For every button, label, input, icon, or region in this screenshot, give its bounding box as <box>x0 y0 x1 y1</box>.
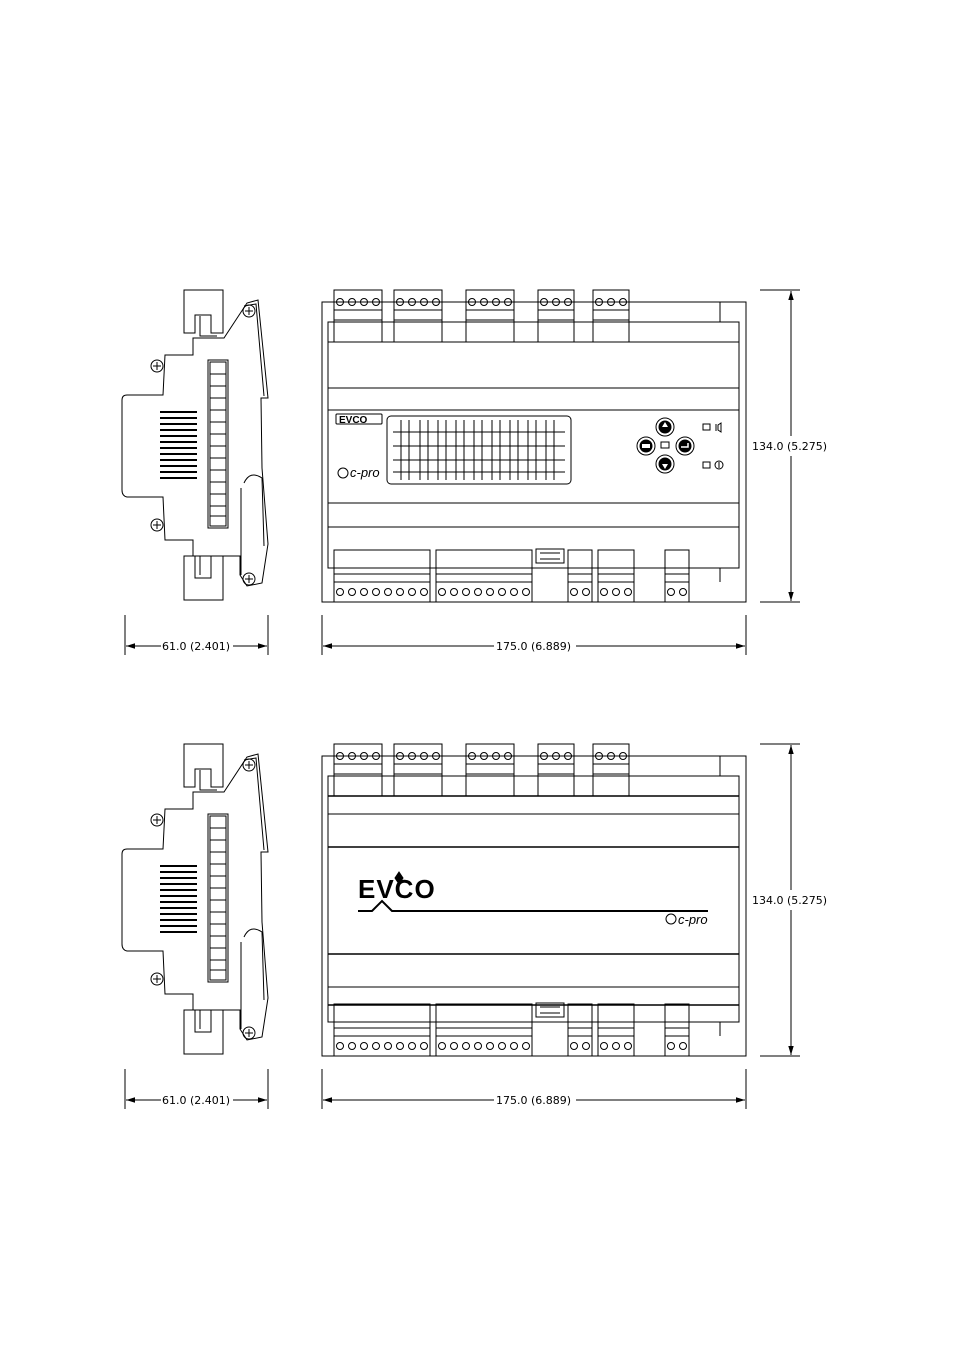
dimension-side-width: 61.0 (2.401) <box>162 640 230 653</box>
view-blind: EVCO c-pro 61.0 (2.401) 175.0 (6.889) 13… <box>121 743 827 1109</box>
terminal-block <box>597 1003 635 1057</box>
screw-icon <box>242 758 256 772</box>
brand-label: EVCO <box>358 874 436 904</box>
screw-icon <box>150 359 164 373</box>
terminal-block <box>465 289 515 343</box>
front-view: EVCO c-pro <box>321 289 747 603</box>
dimension-height: 134.0 (5.275) <box>752 894 827 907</box>
terminal-block <box>567 549 593 603</box>
terminal-block <box>393 289 443 343</box>
terminal-block <box>465 743 515 797</box>
side-profile <box>121 289 269 601</box>
connector <box>535 548 565 564</box>
model-label: c-pro <box>678 912 708 927</box>
dimension-lines <box>124 289 800 655</box>
terminal-block <box>597 549 635 603</box>
dimension-front-width: 175.0 (6.889) <box>496 640 571 653</box>
keypad <box>636 417 724 474</box>
enter-button-icon <box>675 436 695 456</box>
lcd-display <box>386 415 572 485</box>
screw-icon <box>242 1026 256 1040</box>
screw-icon <box>242 304 256 318</box>
down-button-icon <box>655 454 675 474</box>
screw-icon <box>150 518 164 532</box>
view-with-display: EVCO c-pro 61.0 (2.401) 175.0 (6.889) 13… <box>121 289 827 655</box>
evco-logo-small <box>335 413 383 425</box>
terminal-block <box>537 289 575 343</box>
brand-label: EVCO <box>339 415 368 426</box>
dimension-front-width: 175.0 (6.889) <box>496 1094 571 1107</box>
screw-icon <box>150 813 164 827</box>
terminal-block <box>333 1003 431 1057</box>
terminal-block <box>537 743 575 797</box>
terminal-block <box>567 1003 593 1057</box>
screw-icon <box>242 572 256 586</box>
terminal-block <box>664 1003 690 1057</box>
power-led-icon <box>702 460 724 470</box>
alarm-led-icon <box>702 422 722 433</box>
terminal-block <box>333 743 383 797</box>
front-view: EVCO c-pro <box>321 743 747 1057</box>
terminal-block <box>333 549 431 603</box>
terminal-block <box>592 289 630 343</box>
terminal-block <box>393 743 443 797</box>
model-label: c-pro <box>350 465 380 480</box>
screw-icon <box>150 972 164 986</box>
terminal-block <box>664 549 690 603</box>
up-button-icon <box>655 417 675 437</box>
terminal-block <box>435 549 533 603</box>
terminal-block <box>435 1003 533 1057</box>
evco-logo-large <box>358 871 708 912</box>
side-profile <box>121 743 269 1055</box>
esc-button-icon <box>636 436 656 456</box>
dimension-lines <box>124 743 800 1109</box>
dimension-side-width: 61.0 (2.401) <box>162 1094 230 1107</box>
terminal-block <box>333 289 383 343</box>
connector <box>535 1002 565 1018</box>
dimension-height: 134.0 (5.275) <box>752 440 827 453</box>
terminal-block <box>592 743 630 797</box>
